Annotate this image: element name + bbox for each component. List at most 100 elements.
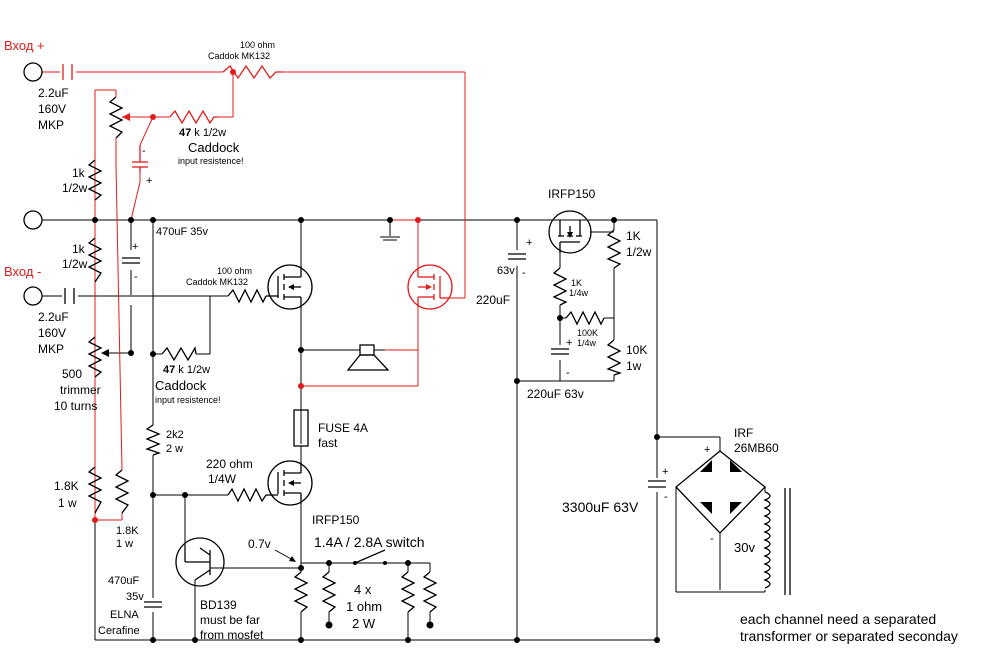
cap-elna-value: 470uF: [108, 575, 139, 587]
mosfets: [175, 210, 592, 587]
trimmer-500-zigzag: [87, 336, 103, 378]
ground-terminal[interactable]: [23, 210, 43, 230]
bridge-plus: +: [704, 444, 710, 456]
bank-power: 2 W: [352, 616, 376, 631]
cap470-plus: +: [132, 241, 138, 253]
r1k-a-value: 1k: [72, 166, 86, 180]
cap-top-value: 2.2uF: [38, 86, 69, 100]
r1k-b-zigzag: [87, 237, 103, 283]
r47k-top-label: 47 k 1/2w: [179, 127, 226, 139]
r100-bottom-zigzag: [227, 288, 267, 304]
terminals: [23, 62, 43, 306]
cap-3300uf: [648, 480, 666, 488]
cap-top-voltage: 160V: [38, 102, 66, 116]
input-plus-terminal[interactable]: [23, 62, 43, 82]
cap470-label: 470uF 35v: [156, 226, 208, 238]
r47k-top-zigzag: [169, 109, 218, 125]
voltage-0-7v: 0.7v: [248, 537, 271, 551]
resistors: [87, 64, 623, 613]
junction-dots: [92, 69, 660, 643]
r47k-top-brand: Caddock: [188, 140, 240, 155]
irf-label: IRF: [734, 426, 753, 440]
cap220-63-plus: +: [566, 337, 572, 349]
cap3300-minus: -: [664, 491, 668, 503]
r1-8k-right-value: 1.8K: [116, 525, 139, 537]
r1k-a-power: 1/2w: [62, 181, 88, 195]
speaker: [346, 344, 390, 371]
wiring: [42, 219, 766, 641]
r1k-half-value: 1K: [626, 229, 641, 243]
cap3300-value: 3300uF 63V: [562, 499, 639, 515]
r1k-quarter-value: 1K: [571, 278, 582, 288]
cap-elna-type: Cerafine: [98, 625, 140, 637]
cap220-63-minus: -: [566, 367, 570, 379]
cap-220uf-63v: [551, 348, 569, 355]
fuse-value: FUSE 4A: [318, 421, 368, 435]
input-minus-terminal[interactable]: [23, 286, 43, 306]
switch-label: 1.4A / 2.8A switch: [314, 534, 425, 550]
cap-elna-voltage: 35v: [126, 591, 144, 603]
r1k-quarter-power: 1/4w: [569, 288, 589, 298]
irfp150-lower-label: IRFP150: [312, 513, 360, 527]
r1-8k-right-zigzag: [114, 469, 130, 514]
bridge-type-label: 26MB60: [734, 441, 779, 455]
bank-resistor-1: [293, 571, 309, 613]
cap-bot-value: 2.2uF: [38, 310, 69, 324]
r10k-power: 1w: [626, 359, 642, 373]
r100-top-value: 100 ohm: [240, 40, 275, 50]
r47k-bottom-note: input resistence!: [155, 395, 221, 405]
bd139-name: BD139: [200, 598, 237, 612]
trafo-voltage: 30v: [734, 540, 755, 555]
mosfet-lower: [266, 460, 313, 506]
r1k-b-power: 1/2w: [62, 257, 88, 271]
mosfet-upper: [266, 264, 313, 310]
switch-1-4a-2-8a: [329, 549, 408, 565]
modification-wiring: [42, 71, 466, 521]
bridge-rectifier: [675, 450, 766, 534]
r220-power: 1/4W: [208, 472, 237, 486]
r1-8k-left-power: 1 w: [58, 496, 77, 510]
cap220-value: 220uF: [476, 293, 510, 307]
note-line-1: each channel need a separated: [740, 611, 936, 627]
cap220-plus: +: [526, 237, 532, 249]
red-electrolytic-capacitor: [132, 145, 148, 173]
r100-bottom-value: 100 ohm: [217, 266, 252, 276]
mosfet-irfp150-top: [548, 210, 592, 254]
fuse: [293, 409, 309, 447]
r2k2-zigzag: [145, 424, 162, 456]
r47k-bottom-brand: Caddock: [155, 378, 207, 393]
r1k-quarter-zigzag: [552, 267, 568, 306]
voltage-arrow: [274, 549, 296, 562]
bank-resistor-4: [422, 571, 438, 613]
cap470-minus: -: [134, 271, 138, 283]
r1k-b-value: 1k: [72, 242, 86, 256]
r47k-bottom-label: 47 k 1/2w: [163, 364, 210, 376]
trimmer-top-zigzag: [108, 96, 124, 139]
capacitors: [62, 64, 666, 608]
trimmer-type: trimmer: [60, 383, 101, 397]
note-line-2: transformer or separated seconday: [740, 628, 958, 644]
input-minus-capacitor: [64, 288, 75, 304]
input-plus-label: Вход +: [4, 38, 45, 53]
mosfet-red: [407, 264, 453, 310]
r47k-top-note: input resistence!: [178, 156, 244, 166]
r100-top-type: Caddok MK132: [208, 51, 270, 61]
trimmer-value: 500: [62, 367, 82, 381]
transistor-bd139: [175, 537, 225, 587]
cap-elna-brand: ELNA: [110, 609, 139, 621]
r100k-zigzag: [565, 310, 605, 326]
cap-top-type: MKP: [38, 118, 64, 132]
r1-8k-right-power: 1 w: [116, 538, 133, 550]
cap-bot-type: MKP: [38, 342, 64, 356]
r2k2-value: 2k2: [166, 429, 184, 441]
r1-8k-left-value: 1.8K: [54, 479, 79, 493]
irfp150-top-label: IRFP150: [548, 187, 596, 201]
r100-bottom-type: Caddok MK132: [186, 277, 248, 287]
bridge-minus: -: [710, 533, 714, 545]
red-cap-minus: -: [142, 145, 146, 157]
trimmer-turns: 10 turns: [54, 399, 97, 413]
text-labels: Вход + Вход - 2.2uF 160V MKP 2.2uF 160V …: [4, 38, 958, 644]
cap220-voltage: 63v: [497, 265, 515, 277]
cap-470uf: [122, 257, 140, 264]
